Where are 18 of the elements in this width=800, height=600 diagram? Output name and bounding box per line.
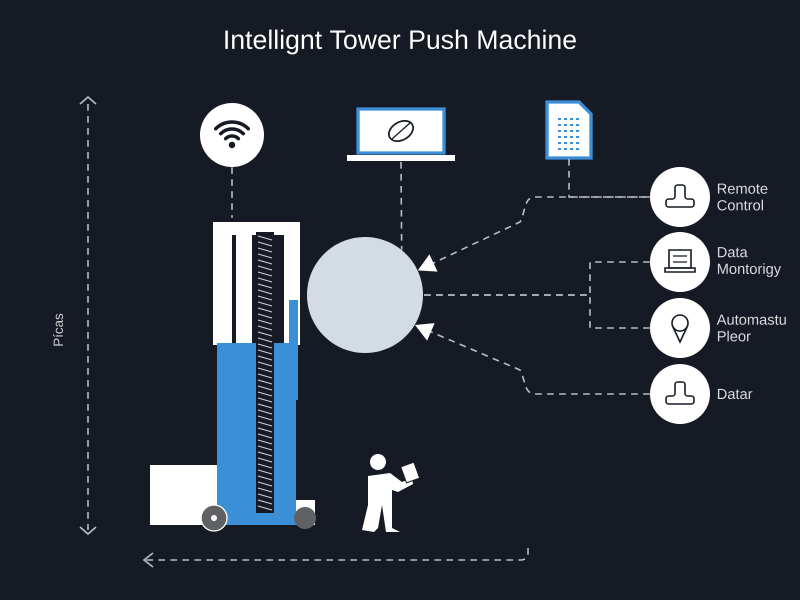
icon-label: Remote Control [717,184,768,210]
icon-circle [650,167,710,227]
icon-label: Data Montorigy [718,247,782,277]
icon-circle [650,232,710,292]
icon-label: Datar [718,388,752,400]
title: Intellignt Tower Push Machine [225,30,576,54]
laptop-icon [347,107,455,161]
icon-circle [650,298,710,358]
wifi-icon [200,103,264,167]
connector [423,294,650,329]
connector [400,162,402,250]
icon-circle [650,364,710,424]
tower-machine-drawing [150,222,316,532]
axis-label: Pícas [53,314,63,346]
connector [231,167,233,218]
icon-label: Automastu Pleor [716,314,786,342]
hub-circle [307,237,423,353]
document-icon [545,100,593,160]
